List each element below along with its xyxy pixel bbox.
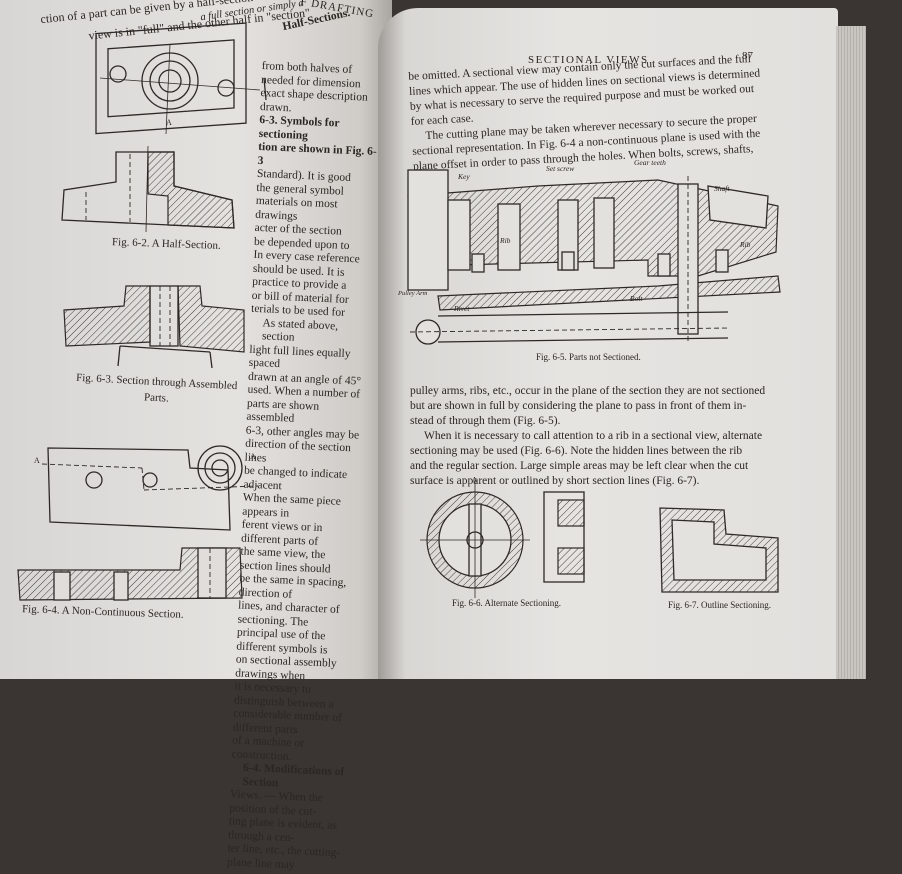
fig-6-6-label-a: A: [472, 476, 478, 484]
para4-line: surface is apparent or outlined by short…: [410, 475, 700, 487]
fig-6-3-assembled-section: [63, 285, 245, 369]
left-col-line: ter line, etc., the cutting-plane line m…: [226, 842, 341, 871]
fig-6-5-label-key: Key: [458, 172, 470, 181]
fig-6-4-top-view: [41, 445, 259, 531]
para4-line: and the regular section. Large simple ar…: [410, 460, 749, 472]
fig-6-5-label-rib-left: Rib: [500, 236, 511, 245]
fig-6-5-label-pulley-arm: Pulley Arm: [398, 290, 428, 297]
fig-6-2-section-view: [61, 145, 235, 233]
book-photo: F DRAFTING a full section or simply a ct…: [0, 0, 866, 871]
fig-6-5-parts-not-sectioned: [407, 169, 781, 345]
fig-6-5-label-bolt: Bolt: [630, 294, 643, 303]
fig-6-5-label-rib-right: Rib: [740, 240, 751, 249]
fig-6-5-caption: Fig. 6-5. Parts not Sectioned.: [536, 352, 641, 362]
fig-6-7-outline-sectioning: [659, 507, 779, 593]
page-edges: [836, 26, 866, 679]
fig-6-7-caption: Fig. 6-7. Outline Sectioning.: [668, 600, 771, 610]
fig-6-5-label-shaft: Shaft: [714, 184, 730, 193]
para3-line: stead of through them (Fig. 6-5).: [410, 415, 561, 427]
fig-6-2-top-view: [95, 22, 267, 135]
fig-6-4-section-view: [17, 547, 243, 601]
running-head: SECTIONAL VIEWS: [528, 54, 649, 66]
para3-line: pulley arms, ribs, etc., occur in the pl…: [410, 385, 766, 397]
fig-6-4-label-a-right: A: [250, 452, 256, 461]
para4-line: sectioning may be used (Fig. 6-6). Note …: [410, 445, 743, 457]
page-number: 87: [742, 50, 753, 62]
fig-6-5-label-gear-teeth: Gear teeth: [634, 158, 666, 167]
para4-line: When it is necessary to call attention t…: [424, 430, 763, 442]
fig-6-5-label-set-screw: Set screw: [546, 164, 575, 173]
right-text-block-middle: pulley arms, ribs, etc., occur in the pl…: [410, 384, 790, 489]
fig-6-6-caption: Fig. 6-6. Alternate Sectioning.: [452, 598, 561, 608]
fig-6-6-alternate-sectioning: [420, 482, 585, 598]
fig-6-4-label-a-left: A: [34, 456, 40, 465]
fig-6-5-label-rivet: Rivet: [454, 304, 470, 313]
fig-6-2-label-a: A: [166, 118, 172, 127]
fig-6-3-caption-line-2: Parts.: [143, 391, 170, 405]
para3-line: but are shown in full by considering the…: [410, 400, 747, 412]
